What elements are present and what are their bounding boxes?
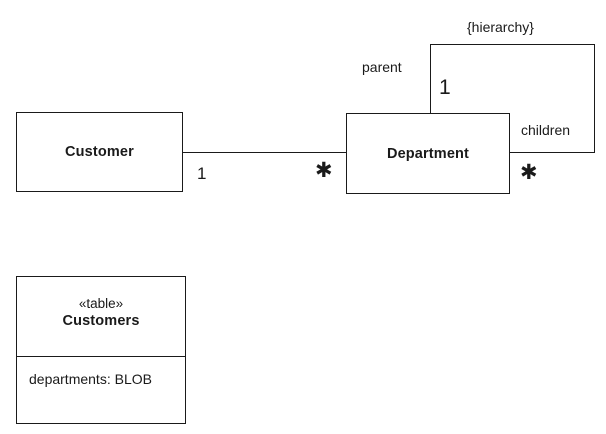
class-name-customer: Customer	[65, 144, 134, 160]
class-name-customers: Customers	[62, 312, 140, 329]
hierarchy-loop-top-segment	[430, 44, 595, 45]
class-box-customers-table-header: «table» Customers	[17, 277, 185, 357]
class-box-customer[interactable]: Customer	[16, 112, 183, 192]
multiplicity-children-end: ✱	[520, 161, 538, 184]
class-box-department[interactable]: Department	[346, 113, 510, 194]
class-box-customers-table[interactable]: «table» Customers departments: BLOB	[16, 276, 186, 424]
multiplicity-customer-end: 1	[197, 164, 207, 183]
role-label-parent: parent	[362, 59, 402, 75]
class-name-department: Department	[386, 145, 470, 162]
class-box-customers-table-attributes: departments: BLOB	[17, 357, 185, 388]
hierarchy-loop-right-segment	[594, 44, 595, 153]
multiplicity-parent-end: 1	[439, 76, 451, 99]
hierarchy-loop-bottom-segment	[509, 152, 595, 153]
role-label-children: children	[521, 122, 571, 138]
multiplicity-department-end: ✱	[315, 159, 333, 182]
attribute-departments: departments: BLOB	[29, 371, 152, 387]
constraint-label-hierarchy: {hierarchy}	[467, 19, 534, 35]
stereotype-table: «table»	[78, 295, 124, 311]
hierarchy-loop-left-segment	[430, 44, 431, 114]
association-line-customer-department	[183, 152, 347, 153]
